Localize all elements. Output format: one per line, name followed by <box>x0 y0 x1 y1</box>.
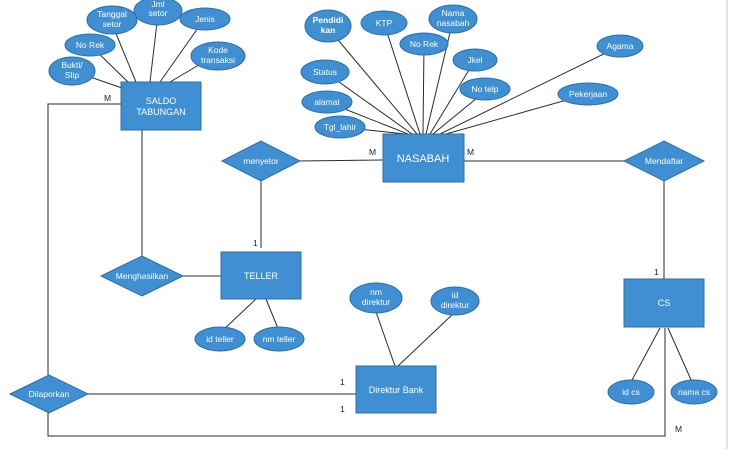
svg-text:No Rek: No Rek <box>76 40 105 50</box>
attr-nasabah-no-rek: No Rek <box>399 32 449 56</box>
rel-menghasilkan: Menghasilkan <box>99 255 185 297</box>
rel-dilaporkan: Dilaporkan <box>8 374 90 414</box>
svg-text:No Rek: No Rek <box>410 39 439 49</box>
attr-nm-direktur: nm direktur <box>349 282 403 314</box>
svg-text:nasabah: nasabah <box>437 18 470 28</box>
rel-mendaftar: Mendaftar <box>622 140 706 182</box>
card-nasabah-menyetor: M <box>369 147 376 157</box>
attr-id-direktur: id direktur <box>430 286 480 316</box>
svg-text:Dilaporkan: Dilaporkan <box>29 389 70 399</box>
svg-text:transaksi: transaksi <box>201 55 235 65</box>
svg-text:alamat: alamat <box>314 97 340 107</box>
svg-text:No telp: No telp <box>472 84 499 94</box>
attr-ktp: KTP <box>360 10 408 36</box>
card-nasabah-mendaftar: M <box>467 147 474 157</box>
svg-text:Bukti/: Bukti/ <box>61 60 83 70</box>
attr-jkel: Jkel <box>452 48 498 72</box>
card-direktur-dilaporkan-top: 1 <box>340 377 345 387</box>
attr-jml-setor: Jml setor <box>133 0 183 26</box>
entity-cs: CS <box>623 278 705 328</box>
attr-pendidikan: Pendidi kan <box>304 9 352 43</box>
svg-text:TELLER: TELLER <box>244 271 279 281</box>
svg-text:nama cs: nama cs <box>678 387 710 397</box>
svg-text:Slip: Slip <box>65 70 79 80</box>
attr-nama-nasabah: Nama nasabah <box>428 4 478 34</box>
svg-text:id cs: id cs <box>622 387 639 397</box>
svg-text:NASABAH: NASABAH <box>397 153 450 165</box>
svg-text:setor: setor <box>103 19 122 29</box>
svg-text:Jml: Jml <box>151 0 164 9</box>
svg-text:Kode: Kode <box>208 45 228 55</box>
svg-text:direktur: direktur <box>362 297 391 307</box>
entity-teller: TELLER <box>220 251 302 300</box>
attr-saldo-no-rek: No Rek <box>64 33 116 57</box>
attr-nm-teller: nm teller <box>253 326 305 352</box>
card-cs-dilaporkan: M <box>675 424 682 434</box>
card-saldo-dilaporkan: M <box>104 93 111 103</box>
svg-text:nm: nm <box>370 287 382 297</box>
svg-text:Pekerjaan: Pekerjaan <box>569 89 608 99</box>
svg-text:id teller: id teller <box>206 334 234 344</box>
rel-menyetor: menyetor <box>220 140 302 182</box>
svg-text:Jkel: Jkel <box>467 55 482 65</box>
svg-text:Tgl_lahir: Tgl_lahir <box>324 122 357 132</box>
attr-pekerjaan: Pekerjaan <box>557 82 619 106</box>
svg-text:direktur: direktur <box>441 300 470 310</box>
card-cs-mendaftar: 1 <box>654 267 659 277</box>
attr-nama-cs: nama cs <box>670 379 718 405</box>
attr-id-cs: id cs <box>607 379 655 405</box>
svg-text:Tanggal: Tanggal <box>97 9 127 19</box>
svg-text:Mendaftar: Mendaftar <box>645 156 683 166</box>
attr-no-telp: No telp <box>459 77 511 101</box>
svg-text:TABUNGAN: TABUNGAN <box>136 107 185 117</box>
svg-text:kan: kan <box>321 25 336 35</box>
card-teller-menyetor: 1 <box>253 238 258 248</box>
attr-kode-transaksi: Kode transaksi <box>190 41 246 71</box>
svg-text:menyetor: menyetor <box>243 156 279 166</box>
svg-text:KTP: KTP <box>376 18 393 28</box>
svg-text:Agama: Agama <box>607 41 634 51</box>
svg-text:Pendidi: Pendidi <box>313 15 344 25</box>
entity-nasabah: NASABAH <box>382 133 465 183</box>
svg-text:nm teller: nm teller <box>263 334 296 344</box>
svg-text:Nama: Nama <box>442 8 465 18</box>
attr-tanggal-setor: Tanggal setor <box>86 5 138 35</box>
attr-tgl-lahir: Tgl_lahir <box>314 115 366 139</box>
attr-jenis: Jenis <box>179 7 231 31</box>
svg-text:CS: CS <box>658 298 671 308</box>
svg-text:setor: setor <box>149 8 168 18</box>
svg-text:id: id <box>452 290 459 300</box>
svg-text:Direktur Bank: Direktur Bank <box>369 385 424 395</box>
attr-id-teller: id teller <box>194 326 246 352</box>
svg-text:Jenis: Jenis <box>195 14 215 24</box>
attr-bukti-slip: Bukti/ Slip <box>48 56 96 86</box>
attr-agama: Agama <box>596 34 644 58</box>
svg-text:SALDO: SALDO <box>146 96 177 106</box>
svg-text:Status: Status <box>313 67 337 77</box>
attr-status: Status <box>300 59 350 85</box>
attr-alamat: alamat <box>301 90 353 114</box>
entity-saldo-tabungan: SALDO TABUNGAN <box>120 81 202 131</box>
svg-text:Menghasilkan: Menghasilkan <box>116 271 169 281</box>
card-direktur-dilaporkan-bottom: 1 <box>340 404 345 414</box>
entity-direktur-bank: Direktur Bank <box>355 365 437 414</box>
